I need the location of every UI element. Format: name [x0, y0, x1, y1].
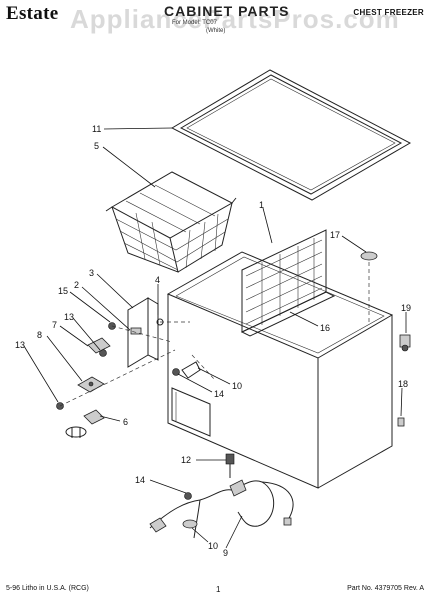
callout-3: 3	[89, 268, 94, 278]
callout-8: 8	[37, 330, 42, 340]
cabinet[interactable]	[166, 251, 394, 489]
callout-9: 9	[223, 548, 228, 558]
screw-19[interactable]	[399, 334, 411, 352]
callout-15: 15	[58, 286, 68, 296]
callout-18: 18	[398, 379, 408, 389]
callout-13-lower: 13	[15, 340, 25, 350]
callout-14-lower: 14	[135, 475, 145, 485]
callout-1: 1	[259, 200, 264, 210]
callout-17: 17	[330, 230, 340, 240]
screw-12[interactable]	[225, 453, 235, 478]
callout-12: 12	[181, 455, 191, 465]
callout-7: 7	[52, 320, 57, 330]
part-number: Part No. 4379705 Rev. A	[347, 585, 424, 592]
footer-litho: 5-96 Litho in U.S.A. (RCG)	[6, 585, 89, 592]
callout-4: 4	[155, 275, 160, 285]
brand-logo: Estate	[6, 3, 59, 24]
hinge-assembly[interactable]	[127, 297, 190, 368]
callout-14-upper: 14	[214, 389, 224, 399]
watermark: AppliancePartsPros.com	[70, 4, 400, 34]
screw-14a[interactable]	[172, 368, 180, 376]
assembly-line	[59, 349, 176, 407]
callout-13-upper: 13	[64, 312, 74, 322]
leader-lines	[23, 127, 407, 549]
color-line: (White)	[206, 28, 226, 34]
wiring-harness[interactable]	[149, 479, 294, 539]
wire-basket[interactable]	[105, 171, 237, 273]
latch-part-7[interactable]	[87, 337, 111, 354]
page-title: CABINET PARTS	[164, 3, 290, 19]
assembly-line	[111, 325, 173, 343]
callout-11: 11	[92, 124, 101, 134]
callout-6: 6	[123, 417, 128, 427]
side-plate[interactable]	[397, 417, 405, 427]
latch-bracket-8[interactable]	[77, 376, 105, 393]
callout-10-upper: 10	[232, 381, 242, 391]
callout-5: 5	[94, 141, 99, 151]
lock-strap[interactable]	[65, 409, 105, 438]
plug-button[interactable]	[360, 251, 378, 322]
screw-14b[interactable]	[184, 492, 192, 500]
lid-gasket[interactable]	[170, 69, 412, 201]
callout-2: 2	[74, 280, 79, 290]
clip-10a[interactable]	[181, 354, 216, 381]
callout-16: 16	[320, 323, 330, 333]
divider[interactable]	[240, 229, 336, 337]
model-line: For Model: TC07	[172, 20, 217, 26]
product-type: CHEST FREEZER	[353, 8, 424, 17]
callout-19: 19	[401, 303, 411, 313]
page-number: 1	[216, 585, 221, 594]
callout-10-lower: 10	[208, 541, 218, 551]
